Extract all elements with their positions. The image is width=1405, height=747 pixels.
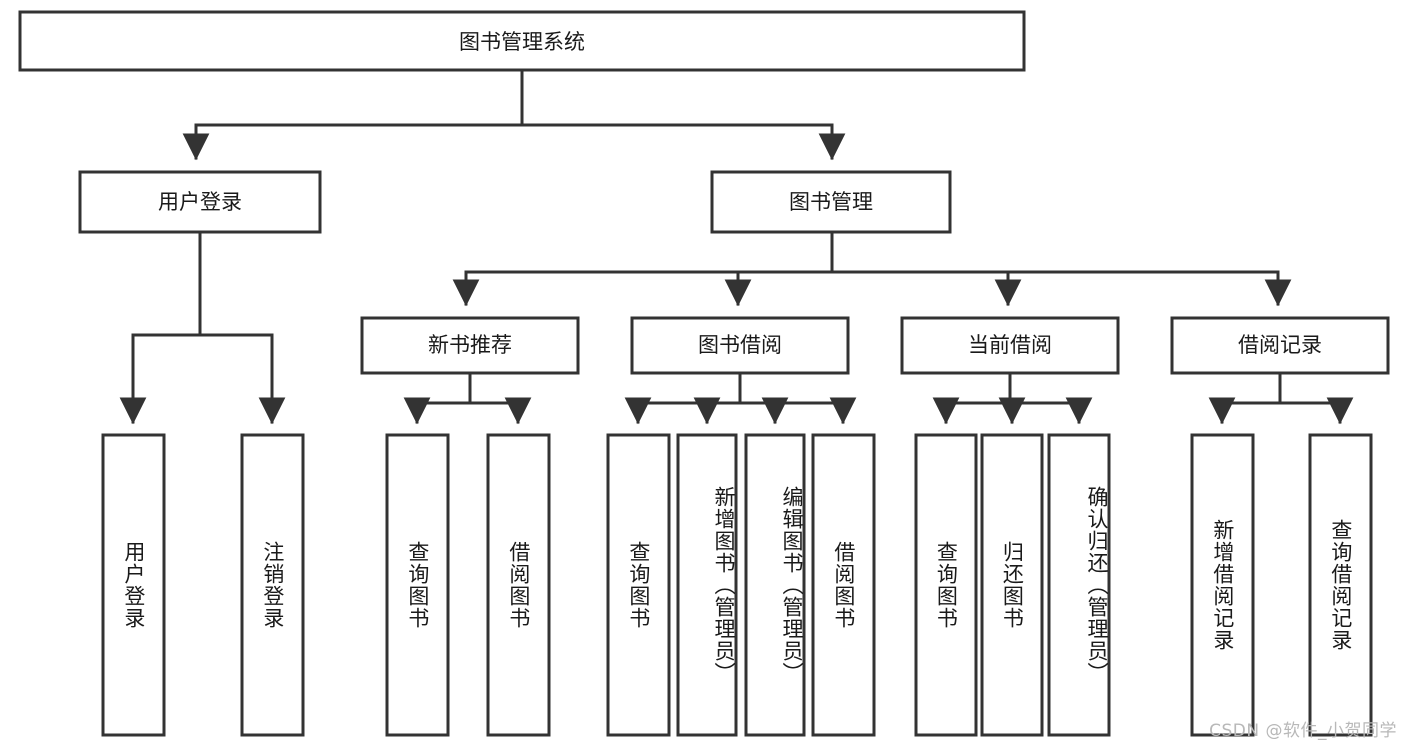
node-borrow-record-label: 借阅记录: [1238, 333, 1322, 357]
watermark: CSDN @软件_小贺同学: [1209, 721, 1397, 741]
leaf-box-newbook-1[interactable]: [486, 433, 551, 737]
connector-bookmgmt-to-level3: [452, 230, 1292, 307]
connector-borrow-to-leaves: [624, 371, 857, 425]
node-book-management[interactable]: 图书管理: [710, 170, 952, 234]
node-user-login[interactable]: 用户登录: [78, 170, 322, 234]
node-new-book-recommend-label: 新书推荐: [428, 333, 512, 357]
connector-root-to-level2: [182, 68, 846, 161]
leaf-box-user-login-1[interactable]: [240, 433, 305, 737]
leaf-box-borrow-3[interactable]: [811, 433, 876, 737]
node-root-label: 图书管理系统: [459, 30, 585, 54]
leaf-box-record-0[interactable]: [1190, 433, 1255, 737]
leaf-box-user-login-0[interactable]: [101, 433, 166, 737]
connector-record-to-leaves: [1208, 371, 1354, 425]
connector-userlogin-to-leaves: [119, 230, 286, 425]
connector-newbook-to-leaves: [403, 371, 532, 425]
node-book-management-label: 图书管理: [789, 190, 873, 214]
leaf-box-borrow-2[interactable]: [744, 433, 806, 737]
node-current-borrow[interactable]: 当前借阅: [900, 316, 1120, 375]
leaf-box-borrow-1[interactable]: [676, 433, 738, 737]
node-root[interactable]: 图书管理系统: [18, 10, 1026, 72]
node-book-borrow-label: 图书借阅: [698, 333, 782, 357]
node-new-book-recommend[interactable]: 新书推荐: [360, 316, 580, 375]
leaf-box-record-1[interactable]: [1308, 433, 1373, 737]
leaf-box-current-1[interactable]: [980, 433, 1044, 737]
connector-current-to-leaves: [932, 371, 1093, 425]
node-borrow-record[interactable]: 借阅记录: [1170, 316, 1390, 375]
leaf-box-newbook-0[interactable]: [385, 433, 450, 737]
leaf-box-current-2[interactable]: [1047, 433, 1111, 737]
leaf-box-borrow-0[interactable]: [606, 433, 671, 737]
node-current-borrow-label: 当前借阅: [968, 333, 1052, 357]
leaf-box-current-0[interactable]: [914, 433, 978, 737]
node-user-login-label: 用户登录: [158, 190, 242, 214]
node-book-borrow[interactable]: 图书借阅: [630, 316, 850, 375]
